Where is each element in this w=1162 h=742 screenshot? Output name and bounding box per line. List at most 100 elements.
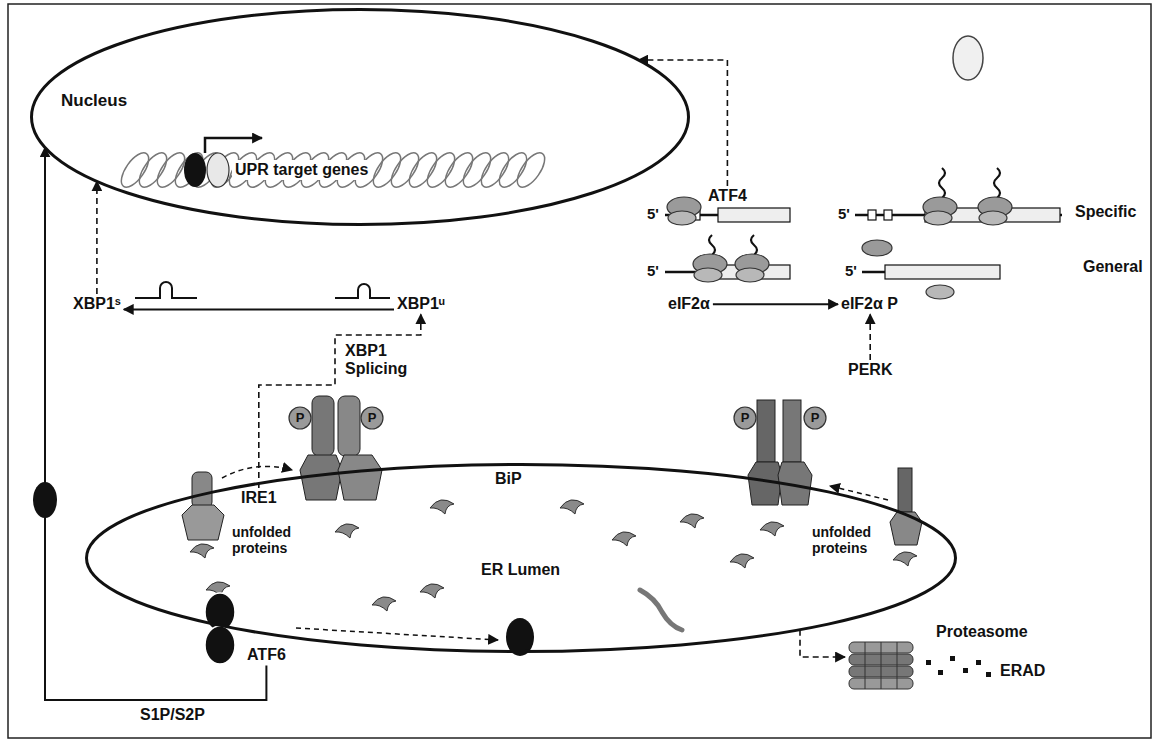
dna-helix: [368, 148, 406, 191]
mrna-row-specific: [868, 210, 876, 220]
ire1-dimer: [312, 396, 334, 456]
unfolded-protein: [612, 532, 636, 546]
unfolded-protein: [680, 514, 704, 528]
mrna-row-specific: [665, 168, 1062, 225]
activation-arrow: [222, 466, 888, 640]
dna-helix: [386, 148, 424, 191]
node-text: IRE1: [238, 488, 280, 508]
ire1-dimer: [289, 407, 311, 429]
unfolded-protein: [430, 500, 454, 514]
unfolded-protein: [420, 584, 444, 598]
proteasome-fragments: [986, 672, 991, 677]
callout-text: unfolded proteins: [232, 524, 306, 556]
outline: [30, 8, 690, 226]
ire1-dimer: [289, 396, 383, 500]
node-text: UPR target genes: [232, 160, 371, 180]
ire1-inactive: [182, 472, 224, 558]
outline: [85, 463, 957, 653]
unfolded-protein: [730, 554, 754, 568]
mrna-row-specific: [939, 168, 945, 198]
ire1-inactive: [182, 505, 224, 540]
protein-label: ATF6: [244, 645, 289, 665]
factor-label: eIF2α: [665, 294, 713, 314]
mrna-row-specific: [718, 208, 790, 222]
perk-inactive: [898, 468, 912, 512]
er-lumen: ER Lumen: [85, 463, 957, 653]
mrna-row-general: [709, 235, 715, 255]
dna-helix: [116, 148, 154, 191]
gene-label: ATF4: [705, 186, 750, 206]
activation-arrow: [296, 628, 498, 640]
dna-helix: [422, 148, 460, 191]
dna-helix: [512, 148, 550, 191]
node-text: ATF6: [244, 645, 289, 665]
perk-inactive: [893, 552, 917, 566]
mrna-row-specific: [884, 210, 892, 220]
edge-label: S1P/S2P: [140, 706, 205, 724]
perk-dimer: [757, 400, 775, 462]
dna-helix: [116, 148, 550, 191]
xbp1-mrna: [335, 284, 390, 298]
pathway-arrow: [124, 308, 394, 310]
proteasome-fragments: [950, 656, 955, 661]
ire1-inactive: [190, 544, 214, 558]
promoter: [184, 153, 206, 187]
ire1-inactive: [192, 472, 212, 508]
ire1-dimer: [338, 455, 382, 500]
proteasome: Proteasome: [845, 622, 1045, 692]
node-text: eIF2α P: [838, 294, 901, 314]
node-text: Nucleus: [58, 90, 130, 112]
xbp1-mrna: [135, 288, 197, 298]
proteasome-fragments: [926, 656, 991, 677]
mrna-row-general: [862, 240, 892, 256]
mrna-row-general: [751, 235, 757, 255]
mrna-label: XBP1ᵘ: [394, 294, 448, 314]
mrna-row-general: [885, 265, 1000, 279]
pathway-arrow: [259, 314, 421, 488]
node-text: PERK: [845, 360, 895, 380]
phospho-label: P: [296, 411, 305, 426]
pathway-arrow: [96, 181, 98, 294]
node-text: Proteasome: [933, 622, 1031, 642]
proteasome-fragments: [976, 660, 981, 665]
perk-dimer: [804, 407, 826, 429]
pathway-label: General: [1083, 258, 1143, 276]
edge-label: XBP1 Splicing: [345, 342, 421, 379]
dna-helix: [476, 148, 514, 191]
node-text: ER Lumen: [478, 560, 563, 580]
end-label: 5': [845, 262, 857, 279]
pathway-arrow: [45, 148, 266, 701]
ire1-dimer: [361, 407, 383, 429]
node-text: ATF4: [705, 186, 750, 206]
xbp1-mrna: [160, 282, 172, 288]
mrna-row-general: [665, 235, 1000, 299]
unfolded-protein: [760, 522, 784, 536]
gene-label: UPR target genes: [232, 160, 371, 180]
phospho-label: P: [741, 411, 750, 426]
unfolded-protein: [335, 524, 359, 538]
activation-arrow: [222, 466, 292, 478]
promoter: [207, 153, 229, 187]
nucleus: NucleusUPR target genes: [30, 8, 690, 226]
perk-inactive: [890, 512, 922, 545]
proteasome-symbol: [845, 640, 919, 694]
promoter: [205, 138, 262, 153]
dna-helix: [404, 148, 442, 191]
pathway-label: Specific: [1075, 203, 1136, 221]
proteasome-fragments: [926, 660, 931, 665]
unfolded-protein: [640, 590, 682, 630]
dna-helix: [458, 148, 496, 191]
node-text: eIF2α: [665, 294, 713, 314]
mrna-label: XBP1ˢ: [70, 294, 124, 314]
node-text: XBP1ˢ: [70, 294, 124, 314]
pathway-arrow: [869, 314, 871, 360]
mrna-row-specific: [978, 197, 1012, 225]
dna-helix: [170, 148, 208, 191]
pathway-arrow: [713, 303, 838, 305]
unfolded-protein: [372, 597, 396, 611]
proteasome-fragments: [963, 668, 968, 673]
membrane-outline: [32, 10, 689, 225]
unfolded-protein: [560, 500, 584, 514]
